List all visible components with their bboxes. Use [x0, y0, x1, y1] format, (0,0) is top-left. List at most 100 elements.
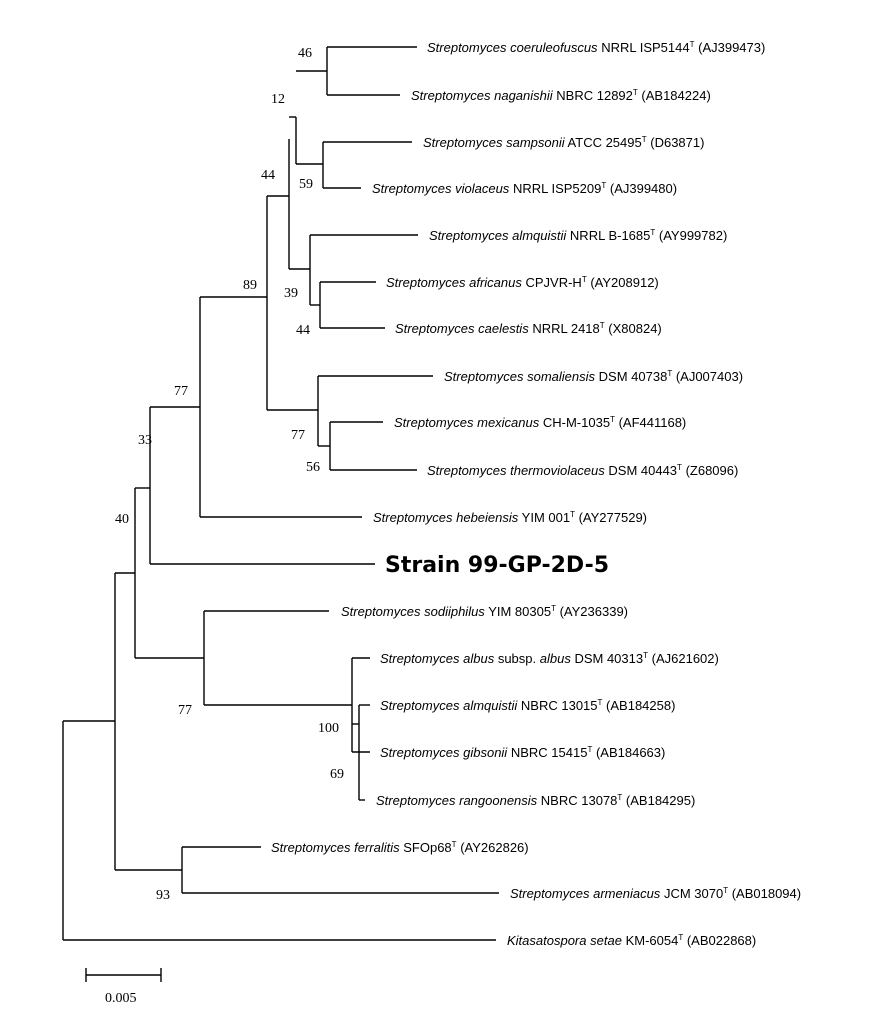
- taxon-strain: SFOp68: [403, 840, 451, 855]
- taxon-label-mexicanus: Streptomyces mexicanus CH-M-1035T (AF441…: [394, 415, 686, 430]
- taxon-strain: KM-6054: [626, 933, 679, 948]
- type-strain-mark: T: [678, 933, 683, 942]
- taxon-species: albus: [463, 651, 495, 666]
- taxon-strain: YIM 80305: [488, 604, 551, 619]
- bootstrap-value: 56: [306, 460, 320, 475]
- taxon-label-thermoviolaceus: Streptomyces thermoviolaceus DSM 40443T …: [427, 463, 738, 478]
- taxon-accession: (AY262826): [460, 840, 528, 855]
- bootstrap-value: 77: [178, 703, 192, 718]
- taxon-label-violaceus: Streptomyces violaceus NRRL ISP5209T (AJ…: [372, 181, 677, 196]
- taxon-strain: CPJVR-H: [525, 275, 581, 290]
- taxon-species: violaceus: [455, 181, 510, 196]
- taxon-accession: (AJ399480): [610, 181, 677, 196]
- type-strain-mark: T: [551, 604, 556, 613]
- taxon-genus: Streptomyces: [395, 321, 475, 336]
- taxon-species: thermoviolaceus: [510, 463, 605, 478]
- type-strain-mark: T: [570, 510, 575, 519]
- bootstrap-value: 89: [243, 278, 257, 293]
- taxon-accession: (AB184258): [606, 698, 675, 713]
- taxon-strain: NRRL B-1685: [570, 228, 650, 243]
- taxon-strain: NRRL ISP5209: [513, 181, 601, 196]
- taxon-strain: DSM 40443: [608, 463, 677, 478]
- tree-branches: [62, 46, 499, 982]
- taxon-genus: Streptomyces: [411, 88, 491, 103]
- bootstrap-value: 44: [296, 323, 310, 338]
- taxon-label-africanus: Streptomyces africanus CPJVR-HT (AY20891…: [386, 275, 659, 290]
- taxon-species: coeruleofuscus: [510, 40, 598, 55]
- taxon-accession: (AY999782): [659, 228, 727, 243]
- type-strain-mark: T: [690, 40, 695, 49]
- scale-bar-label: 0.005: [105, 991, 137, 1006]
- type-strain-mark: T: [587, 745, 592, 754]
- taxon-label-coeruleofuscus: Streptomyces coeruleofuscus NRRL ISP5144…: [427, 40, 765, 55]
- bootstrap-value: 39: [284, 286, 298, 301]
- type-strain-mark: T: [677, 463, 682, 472]
- taxon-label-setae: Kitasatospora setae KM-6054T (AB022868): [507, 933, 756, 948]
- taxon-accession: (AY277529): [579, 510, 647, 525]
- taxon-species: caelestis: [478, 321, 529, 336]
- type-strain-mark: T: [582, 275, 587, 284]
- type-strain-mark: T: [610, 415, 615, 424]
- taxon-species: naganishii: [494, 88, 554, 103]
- bootstrap-value: 33: [138, 433, 152, 448]
- taxon-accession: (Z68096): [686, 463, 739, 478]
- taxon-label-ferralitis: Streptomyces ferralitis SFOp68T (AY26282…: [271, 840, 529, 855]
- type-strain-mark: T: [633, 88, 638, 97]
- taxon-genus: Streptomyces: [510, 886, 590, 901]
- taxon-species: rangoonensis: [459, 793, 538, 808]
- type-strain-mark: T: [452, 840, 457, 849]
- taxon-strain: NBRC 12892: [556, 88, 633, 103]
- taxon-genus: Streptomyces: [376, 793, 456, 808]
- taxon-strain: DSM 40738: [599, 369, 668, 384]
- type-strain-mark: T: [643, 651, 648, 660]
- bootstrap-value: 59: [299, 177, 313, 192]
- taxon-accession: (AB184295): [626, 793, 695, 808]
- highlighted-strain-label: Strain 99-GP-2D-5: [385, 553, 609, 578]
- taxon-species: almquistii: [463, 698, 518, 713]
- taxon-label-almquistii2: Streptomyces almquistii NBRC 13015T (AB1…: [380, 698, 675, 713]
- taxon-accession: (AJ621602): [652, 651, 719, 666]
- bootstrap-value: 77: [174, 384, 188, 399]
- type-strain-mark: T: [598, 698, 603, 707]
- bootstrap-value: 12: [271, 92, 285, 107]
- taxon-accession: (AB022868): [687, 933, 756, 948]
- taxon-genus: Streptomyces: [271, 840, 351, 855]
- taxon-species: ferralitis: [354, 840, 400, 855]
- taxon-label-rangoonensis: Streptomyces rangoonensis NBRC 13078T (A…: [376, 793, 695, 808]
- type-strain-mark: T: [667, 369, 672, 378]
- type-strain-mark: T: [650, 228, 655, 237]
- taxon-accession: (AY236339): [560, 604, 628, 619]
- taxon-strain: ATCC 25495: [568, 135, 642, 150]
- taxon-species: almquistii: [512, 228, 567, 243]
- taxon-genus: Streptomyces: [372, 181, 452, 196]
- taxon-species: mexicanus: [477, 415, 540, 430]
- taxon-genus: Streptomyces: [423, 135, 503, 150]
- taxon-accession: (AB184224): [641, 88, 710, 103]
- taxon-strain: NBRC 15415: [511, 745, 588, 760]
- taxon-genus: Streptomyces: [380, 745, 460, 760]
- tree-labels: Streptomyces coeruleofuscus NRRL ISP5144…: [105, 40, 801, 1006]
- taxon-label-almquistii1: Streptomyces almquistii NRRL B-1685T (AY…: [429, 228, 727, 243]
- taxon-genus: Streptomyces: [427, 463, 507, 478]
- taxon-species: sampsonii: [506, 135, 566, 150]
- taxon-species: armeniacus: [593, 886, 661, 901]
- taxon-genus: Kitasatospora: [507, 933, 587, 948]
- taxon-label-somaliensis: Streptomyces somaliensis DSM 40738T (AJ0…: [444, 369, 743, 384]
- bootstrap-value: 44: [261, 168, 275, 183]
- bootstrap-value: 69: [330, 767, 344, 782]
- taxon-accession: (AJ007403): [676, 369, 743, 384]
- taxon-label-sampsonii: Streptomyces sampsonii ATCC 25495T (D638…: [423, 135, 704, 150]
- taxon-subsp-word: subsp.: [498, 651, 536, 666]
- bootstrap-value: 40: [115, 512, 129, 527]
- taxon-accession: (AF441168): [619, 415, 687, 430]
- taxon-label-albus: Streptomyces albus subsp. albus DSM 4031…: [380, 651, 719, 666]
- taxon-genus: Streptomyces: [444, 369, 524, 384]
- type-strain-mark: T: [642, 135, 647, 144]
- taxon-label-sodiiphilus: Streptomyces sodiiphilus YIM 80305T (AY2…: [341, 604, 628, 619]
- taxon-species: sodiiphilus: [424, 604, 485, 619]
- taxon-accession: (AJ399473): [698, 40, 765, 55]
- type-strain-mark: T: [601, 181, 606, 190]
- bootstrap-value: 77: [291, 428, 305, 443]
- taxon-genus: Streptomyces: [386, 275, 466, 290]
- taxon-strain: CH-M-1035: [543, 415, 610, 430]
